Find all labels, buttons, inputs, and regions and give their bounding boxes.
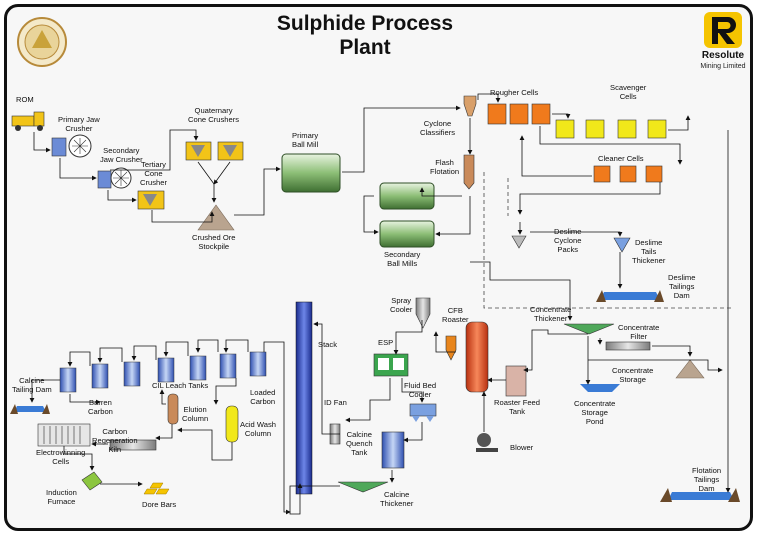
calcine-thickener-icon — [337, 481, 389, 493]
resolute-logo-icon — [704, 12, 742, 48]
induction-furnace-icon — [81, 471, 103, 491]
deslime-cyclone-icon — [511, 235, 527, 249]
label-cil-leach-tanks: CIL Leach Tanks — [152, 381, 209, 390]
label-id-fan: ID Fan — [324, 398, 347, 407]
label-concentrate-storage: Concentrate Storage — [612, 366, 654, 384]
cil-leach-tanks-icon — [59, 351, 267, 393]
esp-icon — [373, 353, 409, 377]
flotation-tailings-dam-icon — [660, 488, 740, 502]
calcine-quench-tank-icon — [381, 431, 405, 469]
label-roaster-feed-tank: Roaster Feed Tank — [494, 398, 541, 416]
deslime-tails-thickener-icon — [613, 237, 631, 253]
label-flash-flotation: Flash Flotation — [430, 158, 460, 176]
label-deslime-tails-thickener: Deslime Tails Thickener — [632, 238, 666, 265]
label-cleaner-cells: Cleaner Cells — [598, 154, 644, 163]
label-spray-cooler: Spray Cooler — [390, 296, 413, 314]
label-dore-bars: Dore Bars — [142, 500, 177, 509]
blower-icon — [476, 433, 498, 452]
cleaner-cells-icon — [593, 165, 663, 183]
concentrate-storage-pond-icon — [580, 384, 620, 392]
label-cyclone-classifiers: Cyclone Classifiers — [420, 119, 456, 137]
primary-ball-mill-icon — [281, 153, 341, 193]
calcine-tailing-dam-icon — [10, 404, 50, 414]
label-electrowinning-cells: Electrowinning Cells — [36, 448, 86, 466]
cfb-roaster-icon — [465, 321, 489, 393]
label-concentrate-thickener: Concentrate Thickener — [530, 305, 572, 323]
secondary-ball-mill-2-icon — [379, 220, 435, 248]
label-rougher-cells: Rougher Cells — [490, 88, 539, 97]
label-calcine-tailing-dam: Calcine Tailing Dam — [12, 376, 52, 394]
concentrate-filter-icon — [605, 341, 651, 351]
secondary-jaw-crusher-icon — [97, 167, 132, 189]
label-deslime-tailings-dam: Deslime Tailings Dam — [668, 273, 696, 300]
label-concentrate-filter: Concentrate Filter — [618, 323, 660, 341]
label-esp: ESP — [378, 338, 394, 347]
label-barren-carbon: Barren Carbon — [88, 398, 113, 416]
label-calcine-thickener: Calcine Thickener — [380, 490, 414, 508]
electrowinning-cells-icon — [37, 423, 91, 447]
label-loaded-carbon: Loaded Carbon — [250, 388, 276, 406]
label-rom: ROM — [16, 95, 34, 104]
flow-lines — [29, 93, 731, 515]
page-title: Sulphide Process Plant — [276, 12, 454, 59]
dashed-flow-lines — [483, 172, 732, 309]
fluid-bed-cooler-icon — [409, 403, 437, 422]
label-cfb-roaster: CFB Roaster — [442, 306, 469, 324]
carbon-regeneration-kiln-icon — [109, 439, 157, 451]
label-blower: Blower — [510, 443, 534, 452]
label-fluid-bed-cooler: Fluid Bed Cooler — [404, 381, 437, 399]
label-secondary-jaw-crusher: Secondary Jaw Crusher — [100, 146, 143, 164]
label-flotation-tailings-dam: Flotation Tailings Dam — [692, 466, 722, 493]
tertiary-cone-crusher-icon — [137, 190, 165, 210]
roaster-cyclone-icon — [445, 335, 457, 361]
label-deslime-cyclone-packs: Deslime Cyclone Packs — [554, 227, 582, 254]
scavenger-cells-icon — [555, 119, 667, 139]
label-acid-wash-column: Acid Wash Column — [240, 420, 277, 438]
label-primary-jaw-crusher: Primary Jaw Crusher — [58, 115, 100, 133]
deslime-tailings-dam-icon — [596, 290, 664, 302]
elution-column-icon — [167, 393, 179, 425]
label-carbon-regeneration-kiln: Carbon Regeneration Kiln — [92, 427, 138, 454]
label-induction-furnace: Induction Furnace — [46, 488, 77, 506]
cyclone-classifier-icon — [463, 95, 477, 117]
rom-truck-icon — [11, 111, 45, 131]
label-scavenger-cells: Scavenger Cells — [610, 83, 647, 101]
label-tertiary-cone-crusher: Tertiary Cone Crusher — [140, 160, 168, 187]
quaternary-cone-crushers-icon — [185, 141, 244, 161]
label-secondary-ball-mills: Secondary Ball Mills — [384, 250, 421, 268]
concentrate-thickener-icon — [563, 323, 615, 335]
somisy-seal-logo — [17, 17, 67, 67]
dore-bars-icon — [143, 482, 170, 495]
acid-wash-column-icon — [225, 405, 239, 443]
label-concentrate-storage-pond: Concentrate Storage Pond — [574, 399, 616, 426]
stack-icon — [295, 301, 313, 495]
concentrate-storage-icon — [675, 359, 705, 379]
label-stack: Stack — [318, 340, 337, 349]
label-quaternary-cone-crushers: Quaternary Cone Crushers — [188, 106, 240, 124]
label-calcine-quench-tank: Calcine Quench Tank — [346, 430, 373, 457]
brand-name: Resolute — [701, 50, 745, 61]
crushed-ore-stockpile-icon — [197, 204, 235, 231]
brand-subtitle: Mining Limited — [700, 63, 746, 70]
roaster-feed-tank-icon — [505, 365, 527, 397]
label-primary-ball-mill: Primary Ball Mill — [292, 131, 319, 149]
label-crushed-ore-stockpile: Crushed Ore Stockpile — [192, 233, 236, 251]
primary-jaw-crusher-icon — [51, 134, 92, 158]
flash-flotation-icon — [463, 154, 475, 190]
rougher-cells-icon — [487, 103, 551, 125]
label-elution-column: Elution Column — [182, 405, 209, 423]
spray-cooler-icon — [415, 297, 431, 329]
